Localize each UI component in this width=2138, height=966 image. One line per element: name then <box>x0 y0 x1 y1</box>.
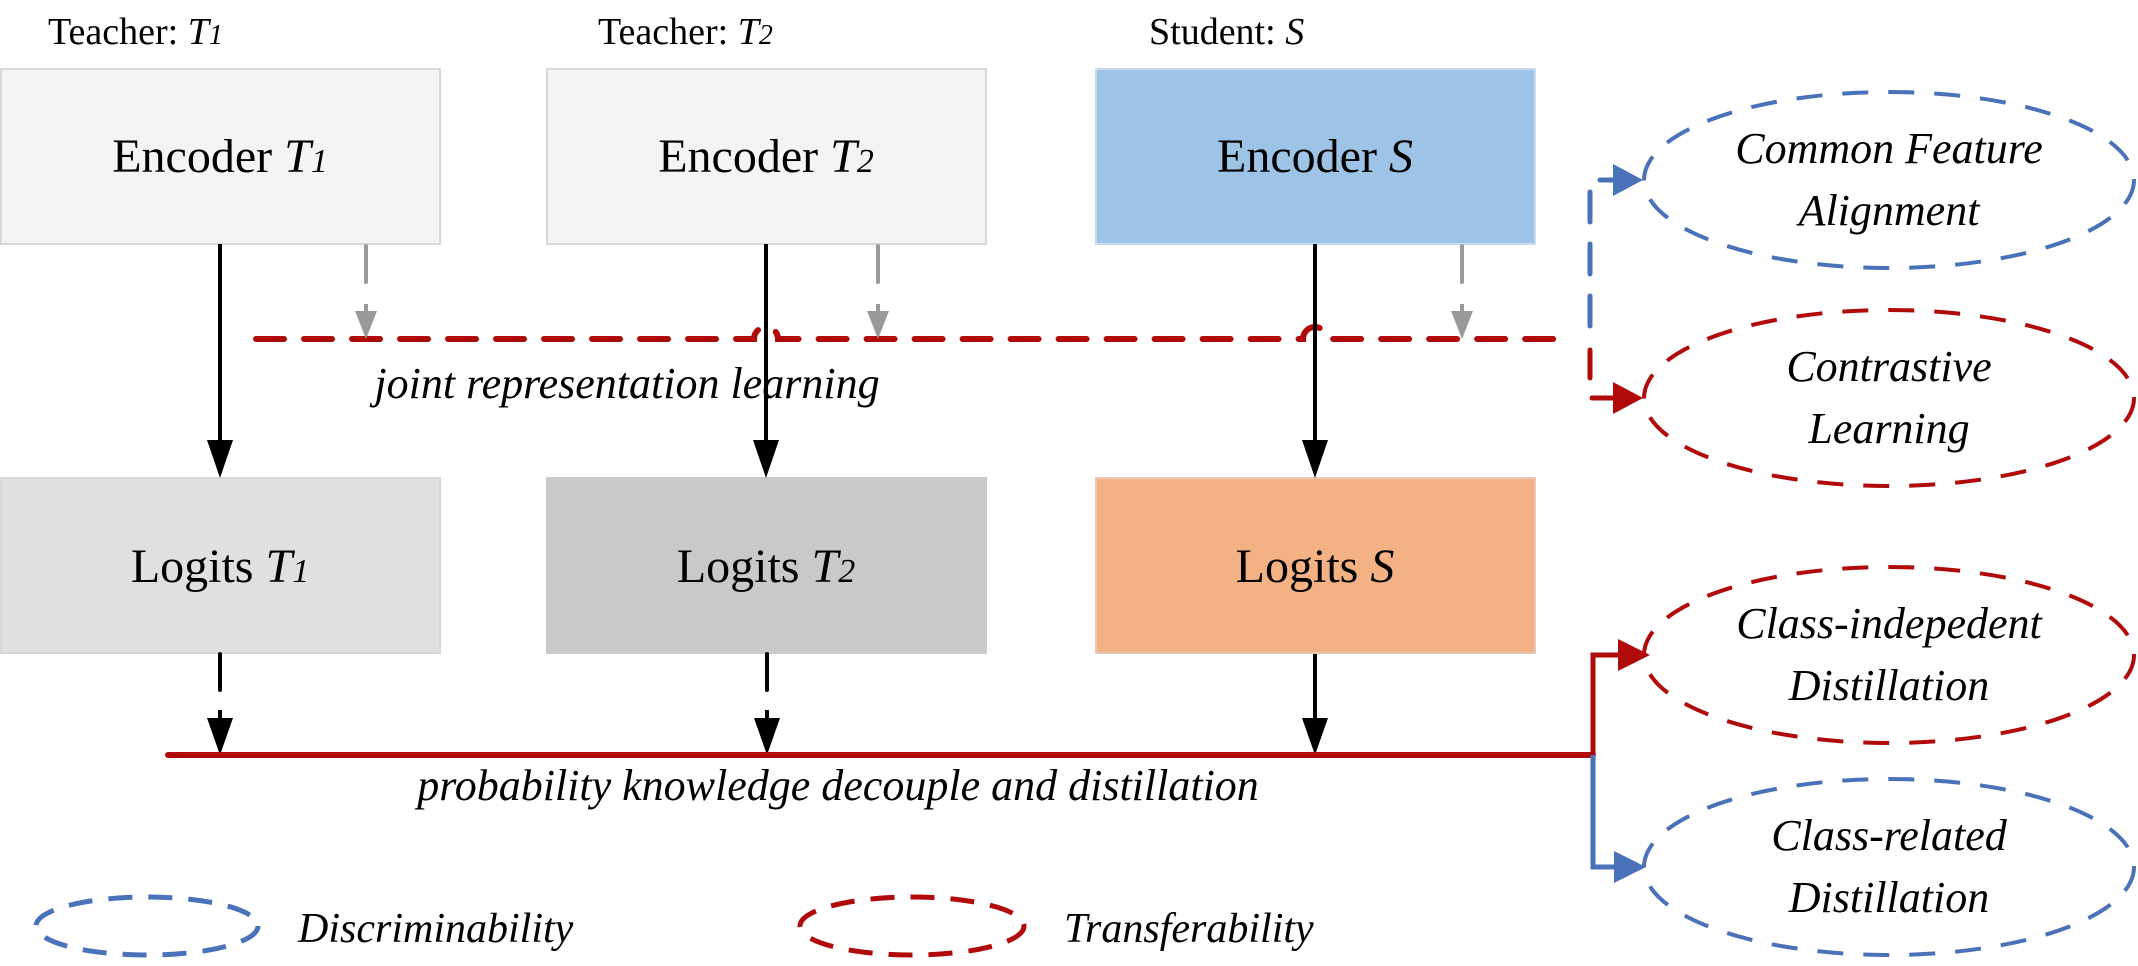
svg-text:Contrastive: Contrastive <box>1786 342 1991 391</box>
logits-t1-label: Logits T1 <box>131 540 309 593</box>
svg-text:Common Feature: Common Feature <box>1735 124 2043 173</box>
objective-class-independent-distillation: Class-indepedent Distillation <box>1642 565 2136 745</box>
logits-t2-box: Logits T2 <box>546 477 987 654</box>
encoder-t2-box: Encoder T2 <box>546 68 987 245</box>
objective-class-related-distillation: Class-related Distillation <box>1642 777 2136 957</box>
logits-s-box: Logits S <box>1095 477 1536 654</box>
encoder-to-logits-arrow-s <box>1302 244 1328 478</box>
gray-arrow-t2 <box>867 244 889 339</box>
connector-class-independent-distillation <box>1590 639 1650 755</box>
logits-to-prob-arrow-s <box>1302 654 1328 755</box>
encoder-t2-label: Encoder T2 <box>658 130 874 183</box>
legend-swatch-discriminability <box>33 894 261 958</box>
connector-common-feature-alignment <box>1587 164 1643 329</box>
svg-text:Distillation: Distillation <box>1788 661 1989 710</box>
svg-text:Learning: Learning <box>1807 404 1969 453</box>
gray-arrow-s <box>1451 244 1473 339</box>
legend-swatch-transferability <box>797 894 1027 958</box>
logits-t1-box: Logits T1 <box>0 477 441 654</box>
svg-text:Class-indepedent: Class-indepedent <box>1736 599 2043 648</box>
legend: Discriminability Transferability <box>33 894 1314 958</box>
student-s-label: Student: S <box>1149 11 1304 53</box>
joint-representation-label: joint representation learning <box>369 359 879 408</box>
gray-arrow-t1 <box>355 244 377 339</box>
objective-contrastive-learning: Contrastive Learning <box>1642 308 2136 488</box>
logits-t2-label: Logits T2 <box>677 540 855 593</box>
teacher-t2-label: Teacher: T2 <box>598 11 773 53</box>
legend-item-transferability: Transferability <box>797 894 1314 958</box>
encoder-to-logits-arrow-t1 <box>207 244 233 478</box>
legend-item-discriminability: Discriminability <box>33 894 574 958</box>
legend-label-discriminability: Discriminability <box>297 906 574 952</box>
encoder-s-box: Encoder S <box>1095 68 1536 245</box>
encoder-t1-label: Encoder T1 <box>112 130 328 183</box>
encoder-to-logits-arrow-t2 <box>753 244 779 478</box>
logits-to-prob-arrow-t1 <box>207 652 233 755</box>
encoder-t1-box: Encoder T1 <box>0 68 441 245</box>
logits-to-prob-arrow-t2 <box>754 652 780 755</box>
objective-common-feature-alignment: Common Feature Alignment <box>1642 90 2136 270</box>
legend-label-transferability: Transferability <box>1064 906 1314 952</box>
probability-distillation-label: probability knowledge decouple and disti… <box>414 761 1259 810</box>
svg-text:Alignment: Alignment <box>1796 186 1982 235</box>
svg-text:Class-related: Class-related <box>1771 811 2007 860</box>
teacher-t1-label: Teacher: T1 <box>48 11 223 53</box>
connector-class-related-distillation <box>1590 755 1646 883</box>
logits-s-label: Logits S <box>1236 540 1395 593</box>
joint-representation-line <box>253 324 1568 342</box>
svg-text:Distillation: Distillation <box>1788 873 1989 922</box>
connector-contrastive-learning <box>1587 347 1643 414</box>
encoder-s-label: Encoder S <box>1217 130 1413 183</box>
